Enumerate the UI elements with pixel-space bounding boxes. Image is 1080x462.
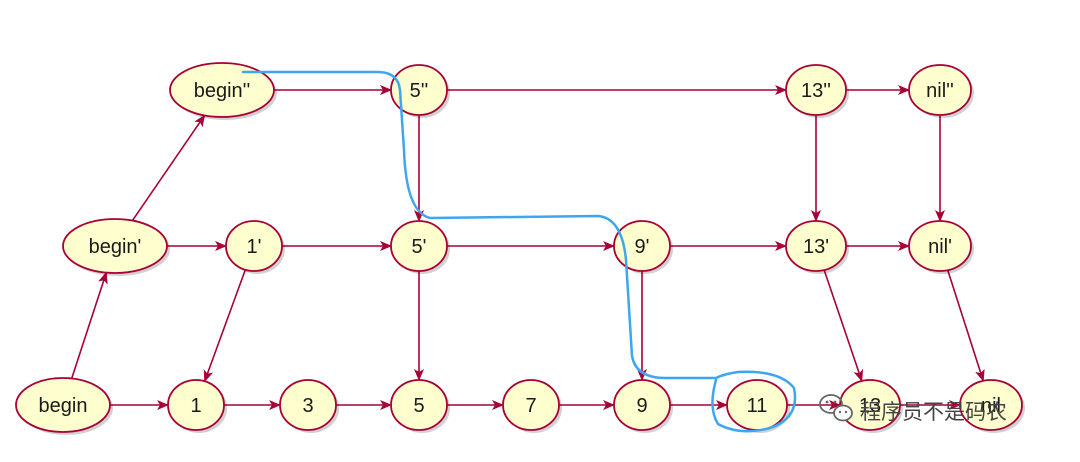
node-shape — [908, 64, 972, 116]
node-n9_1: 9' — [613, 220, 673, 274]
watermark-text: 程序员不是码农 — [860, 400, 1007, 424]
node-begin: begin — [15, 377, 113, 435]
node-shape — [785, 220, 847, 272]
node-shape — [390, 64, 448, 116]
node-label: 13'' — [801, 80, 831, 102]
node-label: nil — [981, 395, 1001, 417]
node-label: begin — [39, 395, 88, 417]
node-shape — [279, 379, 337, 431]
edge-nil1-to-nil — [947, 269, 985, 382]
node-label: 9' — [635, 236, 650, 258]
node-shape — [959, 379, 1023, 431]
node-n5_1: 5' — [390, 220, 450, 274]
node-nil1: nil' — [908, 220, 974, 274]
node-shape — [62, 218, 168, 274]
edges — [70, 85, 985, 410]
node-label: 5'' — [410, 80, 429, 102]
wechat-icon — [819, 394, 853, 422]
node-shape — [785, 64, 847, 116]
watermark: 程序员不是码农 — [819, 394, 1007, 424]
node-shape — [390, 379, 448, 431]
node-label: begin'' — [194, 80, 251, 102]
node-shape — [502, 379, 560, 431]
node-shape — [167, 379, 225, 431]
node-n9: 9 — [613, 379, 673, 433]
node-shape — [169, 62, 275, 118]
node-n7: 7 — [502, 379, 562, 433]
node-label: nil'' — [926, 80, 954, 102]
node-begin1: begin' — [62, 218, 170, 276]
node-shape — [613, 379, 671, 431]
node-n13_1: 13' — [785, 220, 849, 274]
node-label: nil' — [928, 236, 952, 258]
node-shape — [908, 220, 972, 272]
node-label: 7 — [525, 395, 536, 417]
node-label: 5' — [412, 236, 427, 258]
edge-begin1-to-begin2 — [131, 114, 206, 222]
nodes: begin'' 5'' 13'' nil'' begin' 1' 5' 9' 13' nil' be… — [15, 62, 1025, 435]
node-n1: 1 — [167, 379, 227, 433]
node-shape — [15, 377, 111, 433]
edge-n13_1-to-n13 — [823, 269, 864, 382]
node-label: 13' — [803, 236, 829, 258]
node-n3: 3 — [279, 379, 339, 433]
node-label: begin' — [89, 236, 142, 258]
edge-begin-to-begin1 — [70, 271, 108, 379]
node-n11: 11 — [726, 379, 790, 433]
node-shape — [613, 220, 671, 272]
node-n13: 13 — [839, 379, 903, 433]
node-label: 11 — [747, 395, 768, 417]
node-begin2: begin'' — [169, 62, 277, 120]
search-path-highlight — [241, 70, 797, 433]
node-label: 5 — [413, 395, 424, 417]
node-nil2: nil'' — [908, 64, 974, 118]
node-nil: nil — [959, 379, 1025, 433]
node-n5: 5 — [390, 379, 450, 433]
node-label: 1' — [247, 236, 262, 258]
node-n13_2: 13'' — [785, 64, 849, 118]
node-label: 3 — [302, 395, 313, 417]
node-label: 13 — [859, 395, 881, 417]
node-shape — [225, 220, 283, 272]
node-label: 9 — [636, 395, 647, 417]
edge-n1_1-to-n1 — [203, 269, 247, 383]
node-shape — [390, 220, 448, 272]
node-n5_2: 5'' — [390, 64, 450, 118]
node-n1_1: 1' — [225, 220, 285, 274]
node-label: 1 — [190, 395, 201, 417]
